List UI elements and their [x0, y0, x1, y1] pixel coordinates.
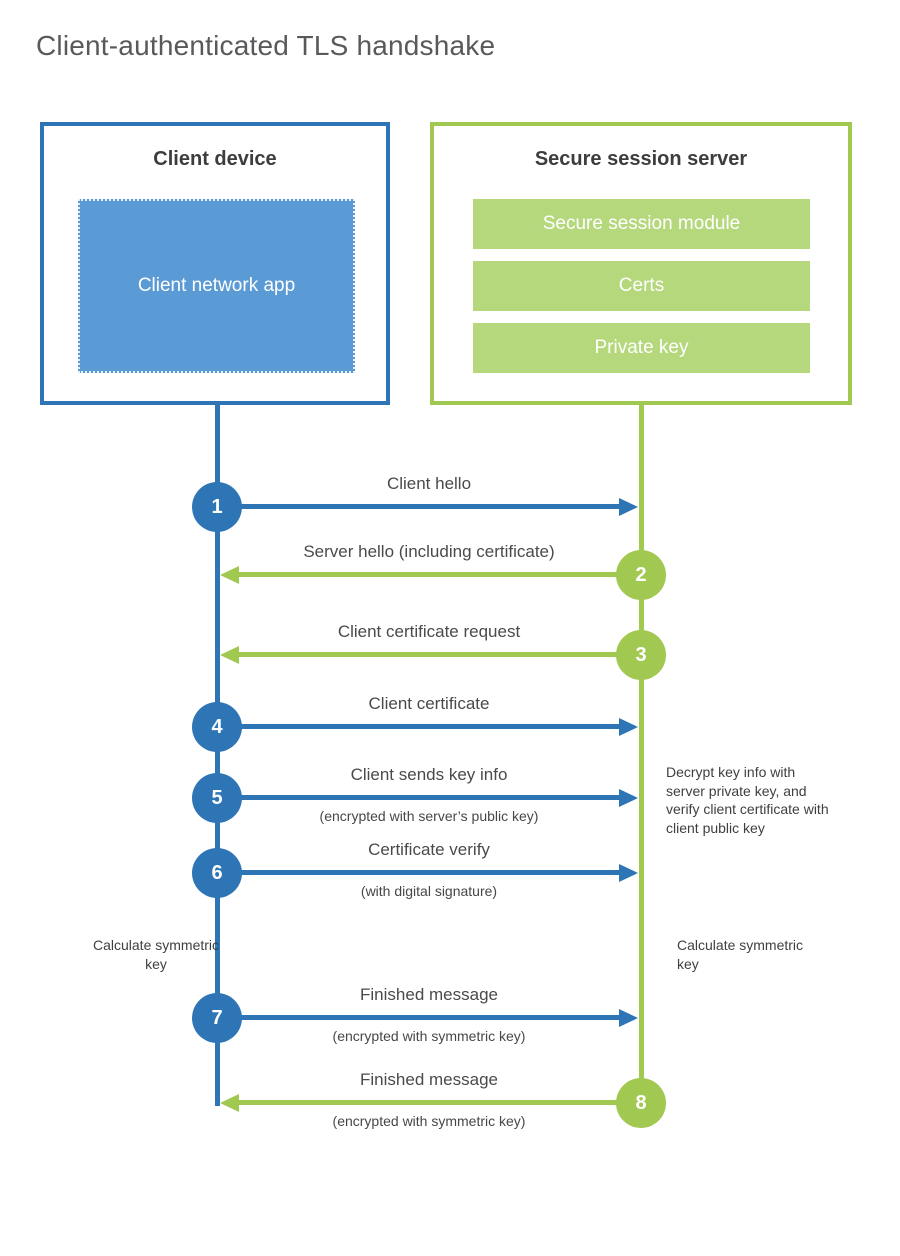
arrowhead-left-icon	[220, 1094, 239, 1112]
client-device-box: Client device Client network app	[40, 122, 390, 405]
step-circle-8: 8	[616, 1078, 666, 1128]
arrowhead-right-icon	[619, 864, 638, 882]
step-circle-6: 6	[192, 848, 242, 898]
message-arrow-5	[217, 795, 622, 800]
arrowhead-right-icon	[619, 718, 638, 736]
message-label-4: Client certificate	[368, 694, 490, 713]
message-arrow-8	[238, 1100, 641, 1105]
step-circle-3: 3	[616, 630, 666, 680]
message-label-7: Finished message	[360, 985, 498, 1004]
message-sublabel-6: (with digital signature)	[360, 883, 498, 899]
message-arrow-4	[217, 724, 622, 729]
client-device-heading: Client device	[153, 148, 277, 170]
arrowhead-right-icon	[619, 789, 638, 807]
step-circle-5: 5	[192, 773, 242, 823]
arrowhead-right-icon	[619, 1009, 638, 1027]
calculate-symmetric-key-right: Calculate symmetric key	[677, 937, 804, 972]
calculate-symmetric-key-left: Calculate symmetric key	[92, 937, 220, 972]
arrowhead-left-icon	[220, 566, 239, 584]
step-circle-1: 1	[192, 482, 242, 532]
step-circle-2: 2	[616, 550, 666, 600]
diagram-title: Client-authenticated TLS handshake	[36, 30, 496, 61]
message-arrow-1	[217, 504, 622, 509]
message-arrow-7	[217, 1015, 622, 1020]
message-sublabel-8: (encrypted with symmetric key)	[332, 1113, 526, 1129]
module-bar-secure-session-module: Secure session module	[473, 199, 810, 249]
message-label-2: Server hello (including certificate)	[303, 542, 555, 561]
message-sublabel-5: (encrypted with server’s public key)	[319, 808, 539, 824]
message-arrow-6	[217, 870, 622, 875]
message-label-3: Client certificate request	[337, 622, 521, 641]
client-lifeline	[215, 405, 220, 1106]
server-lifeline	[639, 405, 644, 1105]
message-sublabel-7: (encrypted with symmetric key)	[332, 1028, 526, 1044]
message-label-5: Client sends key info	[350, 765, 508, 784]
decrypt-note: Decrypt key info with server private key…	[666, 764, 829, 836]
message-label-1: Client hello	[386, 474, 472, 493]
secure-session-server-box: Secure session server Secure session mod…	[430, 122, 852, 405]
server-heading: Secure session server	[534, 148, 748, 170]
client-network-app-label: Client network app	[137, 275, 296, 297]
message-label-8: Finished message	[360, 1070, 498, 1089]
step-circle-4: 4	[192, 702, 242, 752]
message-arrow-3	[238, 652, 641, 657]
step-circle-7: 7	[192, 993, 242, 1043]
module-bar-private-key: Private key	[473, 323, 810, 373]
message-label-6: Certificate verify	[368, 840, 490, 859]
arrowhead-left-icon	[220, 646, 239, 664]
module-bar-certs: Certs	[473, 261, 810, 311]
message-arrow-2	[238, 572, 641, 577]
arrowhead-right-icon	[619, 498, 638, 516]
client-network-app-box: Client network app	[78, 199, 355, 373]
